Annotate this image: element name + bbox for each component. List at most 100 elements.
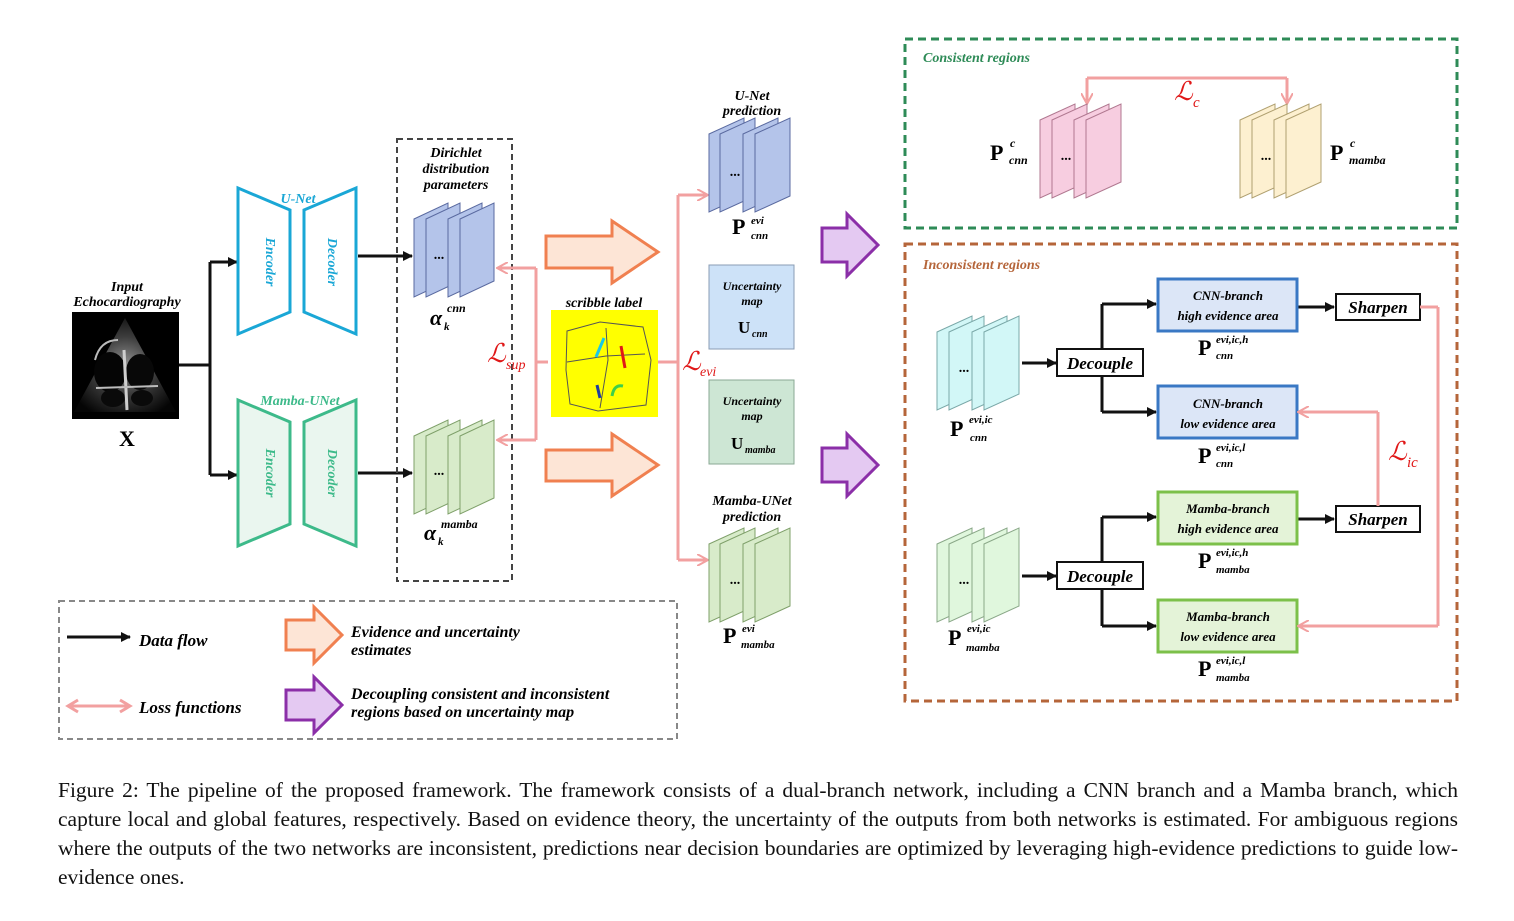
inconsistent-mamba-symbol: P xyxy=(948,625,961,650)
uncertainty-mamba-line2: map xyxy=(741,409,762,423)
decouple-mamba-label: Decouple xyxy=(1066,567,1134,586)
mamba-low-line1: Mamba-branch xyxy=(1185,609,1270,624)
mamba-high-line2: high evidence area xyxy=(1177,521,1279,536)
legend-loss-label: Loss functions xyxy=(138,698,242,717)
dirichlet-title-line1: Dirichlet xyxy=(429,146,482,161)
inconsistent-regions-box xyxy=(903,242,1459,703)
sharpen-cnn-label: Sharpen xyxy=(1348,298,1408,317)
loss-c-sub: c xyxy=(1193,95,1200,111)
loss-ic-sub: ic xyxy=(1407,455,1418,471)
mamba-encoder-label: Encoder xyxy=(262,448,277,499)
consistent-cnn-ellipsis: ... xyxy=(1061,149,1072,164)
alpha-cnn-sub: k xyxy=(444,321,450,333)
legend: Data flow Loss functions Evidence and un… xyxy=(58,600,678,740)
dirichlet-dashed-box xyxy=(396,138,513,582)
mamba-high-line1: Mamba-branch xyxy=(1185,501,1270,516)
unet-block: U-Net Encoder Decoder xyxy=(236,185,358,337)
alpha-mamba-ellipsis: ... xyxy=(434,464,445,479)
cnn-high-sub: cnn xyxy=(1216,350,1233,362)
legend-evidence-line1: Evidence and uncertainty xyxy=(350,624,521,641)
inconsistent-mamba-ellipsis: ... xyxy=(959,573,970,588)
mamba-high-symbol: P xyxy=(1198,548,1211,573)
decoupling-arrow-top xyxy=(820,210,881,280)
consistent-cnn-sub: cnn xyxy=(1009,153,1028,167)
decoupling-arrow-bottom xyxy=(820,430,881,500)
legend-evidence-arrow xyxy=(284,603,345,667)
unet-prediction-sup: evi xyxy=(751,215,765,227)
cnn-high-evidence-box xyxy=(1156,277,1299,333)
mamba-prediction-title-line1: Mamba-UNet xyxy=(711,494,792,509)
inconsistent-mamba-sub: mamba xyxy=(966,642,1000,654)
unet-label: U-Net xyxy=(281,192,317,207)
inconsistent-cnn-symbol: P xyxy=(950,416,963,441)
decouple-box-mamba xyxy=(1056,561,1144,590)
cnn-low-line1: CNN-branch xyxy=(1193,396,1263,411)
consistent-mamba-sub: mamba xyxy=(1349,153,1386,167)
alpha-cnn-stack xyxy=(413,202,495,298)
input-title-line1: Input xyxy=(110,280,144,295)
loss-c-arrows xyxy=(1087,76,1287,103)
uncertainty-cnn-line1: Uncertainty xyxy=(723,279,782,293)
uncertainty-cnn-line2: map xyxy=(741,294,762,308)
consistent-mamba-sup: c xyxy=(1350,136,1356,150)
network-to-alpha-arrows xyxy=(358,251,413,478)
mamba-prediction-sub: mamba xyxy=(741,639,775,651)
cnn-low-sup: evi,ic,l xyxy=(1216,442,1246,454)
alpha-cnn-symbol: α xyxy=(430,305,443,330)
inconsistent-mamba-stack xyxy=(936,527,1020,623)
inconsistent-regions-title: Inconsistent regions xyxy=(922,258,1041,273)
loss-sup-label: ℒ xyxy=(487,339,507,368)
mamba-decoder-label: Decoder xyxy=(324,448,339,498)
uncertainty-cnn-symbol: U xyxy=(738,318,750,337)
inconsistent-cnn-sup: evi,ic xyxy=(969,414,993,426)
mamba-prediction-stack xyxy=(708,527,791,623)
inconsistent-cnn-ellipsis: ... xyxy=(959,361,970,376)
uncertainty-map-mamba: Uncertainty map U mamba xyxy=(708,379,795,465)
scribble-label-title: scribble label xyxy=(565,296,643,311)
evidence-arrow-top xyxy=(544,218,661,286)
loss-evi-label: ℒ xyxy=(682,347,702,376)
dirichlet-section: Dirichlet distribution parameters ... α … xyxy=(396,138,513,582)
alpha-cnn-sup: cnn xyxy=(447,301,466,315)
unet-encoder-shape xyxy=(236,185,292,337)
pipeline-diagram: Input Echocardiography X U-Net Encoder D… xyxy=(58,37,1459,740)
unet-prediction-stack xyxy=(708,117,791,213)
loss-c-label: ℒ xyxy=(1174,77,1194,106)
cnn-high-symbol: P xyxy=(1198,335,1211,360)
dirichlet-title-line3: parameters xyxy=(423,178,489,193)
mamba-low-symbol: P xyxy=(1198,656,1211,681)
mamba-prediction-ellipsis: ... xyxy=(730,573,741,588)
decouple-cnn-label: Decouple xyxy=(1066,354,1134,373)
loss-sup-arrows xyxy=(498,268,548,440)
scribble-label-image xyxy=(551,310,658,417)
decouple-box-cnn xyxy=(1056,348,1144,377)
mamba-high-evidence-box xyxy=(1156,490,1299,546)
unet-prediction-title-line1: U-Net xyxy=(735,89,771,104)
inconsistent-mamba-sup: evi,ic xyxy=(967,623,991,635)
consistent-cnn-stack xyxy=(1039,103,1122,199)
legend-decoupling-line1: Decoupling consistent and inconsistent xyxy=(350,686,610,703)
consistent-cnn-symbol: P xyxy=(990,140,1003,165)
cnn-high-line2: high evidence area xyxy=(1177,308,1279,323)
unet-encoder-label: Encoder xyxy=(262,237,277,288)
mamba-low-evidence-box xyxy=(1156,598,1299,654)
alpha-mamba-stack xyxy=(413,419,495,515)
alpha-mamba-symbol: α xyxy=(424,520,437,545)
legend-decoupling-arrow xyxy=(284,673,345,737)
echocardiography-image xyxy=(72,312,179,419)
mamba-decoder-shape xyxy=(302,397,358,549)
loss-evi-sub: evi xyxy=(700,365,716,380)
loss-ic-arrows xyxy=(1299,305,1440,626)
input-title-line2: Echocardiography xyxy=(72,295,181,310)
mamba-high-sup: evi,ic,h xyxy=(1216,547,1248,559)
consistent-regions-section: Consistent regions ℒ c ... P c cnn ... P… xyxy=(903,37,1459,230)
loss-sup-sub: sup xyxy=(506,358,525,373)
mamba-high-sub: mamba xyxy=(1216,564,1250,576)
cnn-low-symbol: P xyxy=(1198,443,1211,468)
inconsistent-cnn-sub: cnn xyxy=(970,432,987,444)
figure-caption: Figure 2: The pipeline of the proposed f… xyxy=(58,778,1458,889)
cnn-low-line2: low evidence area xyxy=(1180,416,1276,431)
consistent-mamba-stack xyxy=(1239,103,1322,199)
input-fork-arrows xyxy=(179,257,238,480)
legend-data-flow-label: Data flow xyxy=(138,631,208,650)
